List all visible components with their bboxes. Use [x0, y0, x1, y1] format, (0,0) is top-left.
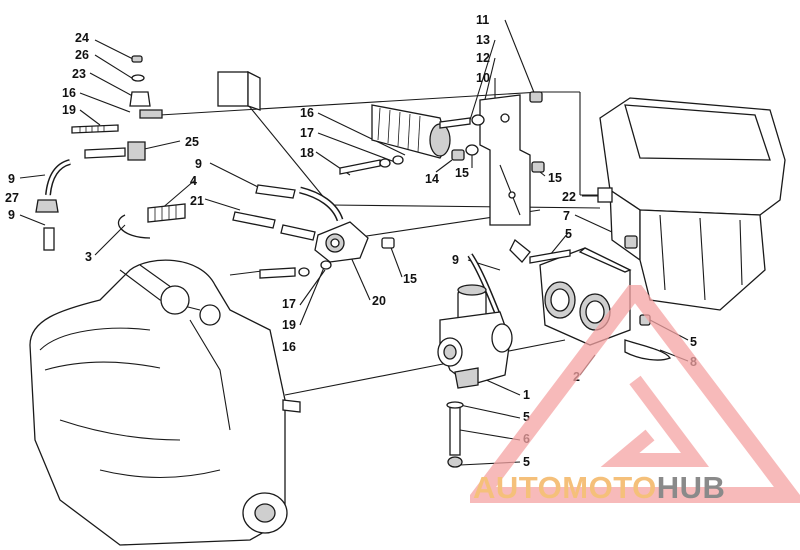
callout-label: 20 [372, 294, 386, 308]
nut-15 [531, 161, 545, 173]
callout-label: 23 [72, 67, 86, 81]
callout-label: 5 [523, 455, 530, 469]
screw-19 [71, 124, 119, 134]
hose-21 [232, 211, 276, 229]
carburetor-1 [437, 284, 513, 468]
engine [29, 259, 301, 546]
callout-label: 15 [455, 166, 469, 180]
bracket-23 [129, 91, 151, 107]
callout-label: 3 [85, 250, 92, 264]
hose-9-lower [43, 227, 55, 251]
upper-middle-assembly [339, 104, 479, 175]
mounting-bracket-10 [439, 91, 545, 226]
screw-18 [339, 159, 381, 175]
callout-label: 21 [190, 194, 204, 208]
drain-tube-6 [449, 404, 461, 456]
clamp-8 [624, 339, 671, 361]
block-top [217, 71, 249, 107]
elbow-25 [127, 141, 146, 161]
callout-labels: 24 26 23 16 19 25 9 27 9 3 4 21 9 16 17 … [5, 13, 697, 469]
callout-label: 5 [690, 335, 697, 349]
screw-17 [259, 267, 296, 279]
washer-26 [131, 74, 145, 82]
fuel-pump-20 [259, 221, 395, 279]
callout-label: 7 [563, 209, 570, 223]
callout-label: 18 [300, 146, 314, 160]
upper-left-parts [35, 55, 261, 251]
watermark-brand-text: AUTOMOTOHUB [473, 470, 725, 506]
callout-label: 5 [523, 410, 530, 424]
callout-label: 8 [690, 355, 697, 369]
callout-label: 5 [565, 227, 572, 241]
callout-label: 24 [75, 31, 89, 45]
callout-label: 9 [8, 172, 15, 186]
clip-7 [624, 235, 638, 249]
clamp-16 [139, 109, 163, 119]
callout-label: 17 [300, 126, 314, 140]
clip-3 [117, 214, 151, 239]
nut-11 [529, 91, 543, 103]
callout-label: 26 [75, 48, 89, 62]
clamp-5-a [446, 401, 464, 409]
grommet-22 [597, 187, 613, 203]
callout-label: 10 [476, 71, 490, 85]
callout-label: 16 [300, 106, 314, 120]
callout-label: 16 [282, 340, 296, 354]
watermark-brand-hub: HUB [656, 470, 726, 505]
callout-label: 15 [548, 171, 562, 185]
callout-label: 4 [190, 174, 197, 188]
nut-24 [131, 55, 143, 63]
callout-label: 13 [476, 33, 490, 47]
hose-9-mid [255, 184, 296, 199]
callout-label: 16 [62, 86, 76, 100]
callout-label: 15 [403, 272, 417, 286]
spring-hose [84, 147, 126, 159]
callout-label: 1 [523, 388, 530, 402]
callout-label: 9 [8, 208, 15, 222]
callout-label: 19 [282, 318, 296, 332]
callout-label: 14 [425, 172, 439, 186]
callout-label: 25 [185, 135, 199, 149]
spring-4 [147, 203, 186, 223]
clamp-5-b [447, 456, 463, 468]
callout-label: 9 [195, 157, 202, 171]
nut-14 [451, 149, 465, 161]
watermark-brand-automoto: AUTOMOTO [473, 470, 657, 505]
callout-label: 9 [452, 253, 459, 267]
callout-label: 22 [562, 190, 576, 204]
screw-13 [439, 117, 471, 129]
filter-27 [35, 199, 59, 213]
callout-label: 6 [523, 432, 530, 446]
callout-label: 12 [476, 51, 490, 65]
callout-label: 19 [62, 103, 76, 117]
callout-label: 27 [5, 191, 19, 205]
callout-label: 17 [282, 297, 296, 311]
screw-5-top [529, 249, 571, 264]
callout-label: 2 [573, 370, 580, 384]
callout-label: 11 [476, 13, 489, 27]
